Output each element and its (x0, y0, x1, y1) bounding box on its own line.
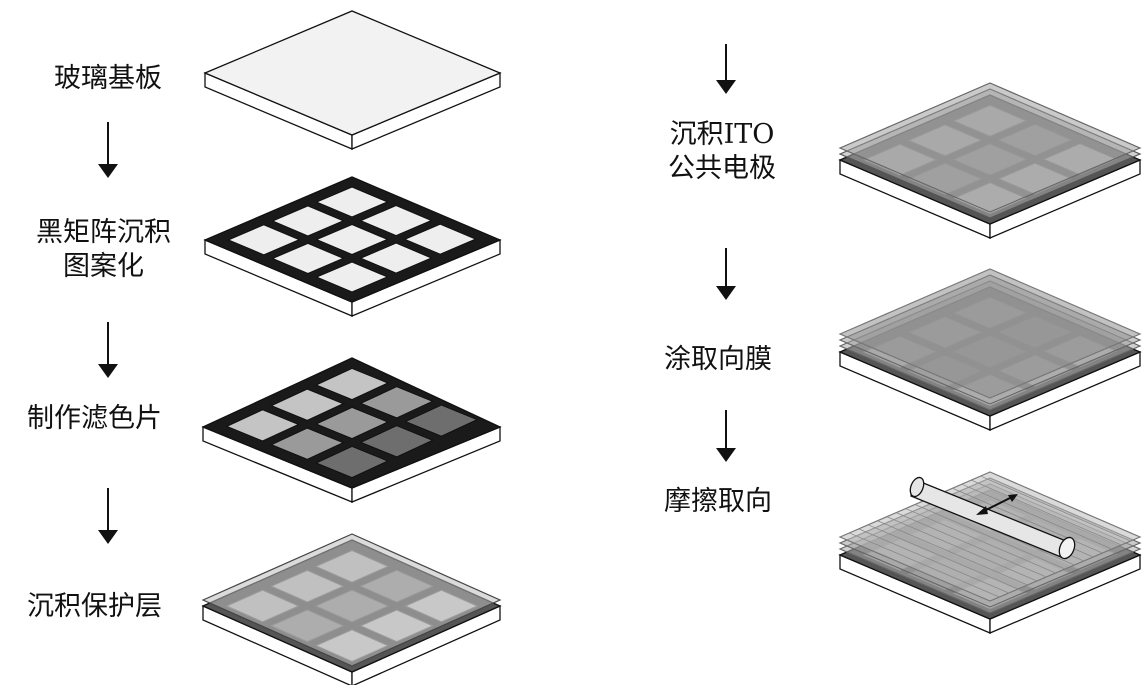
pixel-cell (270, 427, 345, 460)
rubbing-groove (905, 508, 1056, 574)
down-arrow-icon (716, 248, 736, 300)
plate-ito-electrode (838, 82, 1142, 239)
pixel-cell (315, 261, 389, 293)
double-arrow-head-right (1008, 494, 1018, 502)
protective-film (201, 533, 502, 667)
rubbing-groove (971, 479, 1122, 546)
pixel-cell (359, 425, 434, 458)
pixel-cell (271, 242, 345, 274)
pixel-cell (270, 388, 345, 421)
pixel-cell (227, 224, 301, 256)
rubbing-groove (914, 504, 1066, 570)
label-color-filter: 制作滤色片 (27, 403, 162, 434)
label-glass-substrate: 玻璃基板 (54, 63, 162, 94)
pixel-cell (314, 367, 390, 401)
down-arrow-icon (98, 122, 118, 178)
plate-glass-substrate (203, 10, 502, 150)
ito-film (838, 82, 1142, 213)
pixel-cell (359, 205, 433, 237)
pixel-cell (315, 223, 389, 256)
roller-end-front (1058, 536, 1076, 560)
pixel-cell (359, 386, 434, 419)
pixel-cell (271, 205, 345, 237)
roller-end-back (909, 476, 925, 498)
double-arrow-shaft (981, 496, 1013, 513)
label-alignment-film: 涂取向膜 (664, 344, 772, 375)
plate-black-matrix (203, 176, 502, 317)
down-arrow-icon (98, 488, 118, 544)
double-arrow-head-left (976, 506, 988, 515)
rubbing-groove (980, 475, 1131, 542)
rubbing-groove (849, 532, 1000, 598)
label-protective-layer: 沉积保护层 (27, 591, 162, 622)
down-arrow-icon (98, 322, 118, 378)
rubbing-groove (886, 516, 1038, 582)
plate-color-filter (201, 357, 502, 503)
down-arrow-icon (716, 410, 736, 462)
roller-icon (909, 476, 1076, 560)
plate-alignment-film (838, 268, 1142, 431)
rubbing-groove (877, 520, 1028, 586)
pixel-cell (225, 409, 300, 442)
substrate-top-face (203, 10, 502, 136)
double-arrow-icon (976, 494, 1018, 515)
label-ito-electrode: 沉积ITO 公共电极 (668, 119, 776, 184)
rubbing-groove (952, 487, 1103, 554)
rubbing-groove (896, 512, 1047, 578)
plate-protective-layer (201, 533, 502, 685)
rubbing-groove (961, 483, 1113, 550)
pixel-cell (403, 223, 477, 255)
pixel-cell (359, 242, 433, 274)
plate-rubbing (838, 471, 1142, 634)
pixel-cell (404, 404, 479, 437)
down-arrow-icon (716, 44, 736, 94)
rubbing-groove (867, 524, 1019, 590)
alignment-film (838, 268, 1142, 399)
pixel-cell (315, 186, 389, 218)
label-rubbing: 摩擦取向 (664, 486, 772, 517)
rubbing-groove (858, 528, 1009, 594)
pixel-cell (314, 445, 390, 479)
pixel-cell (314, 406, 390, 440)
label-black-matrix: 黑矩阵沉积 图案化 (36, 217, 171, 282)
